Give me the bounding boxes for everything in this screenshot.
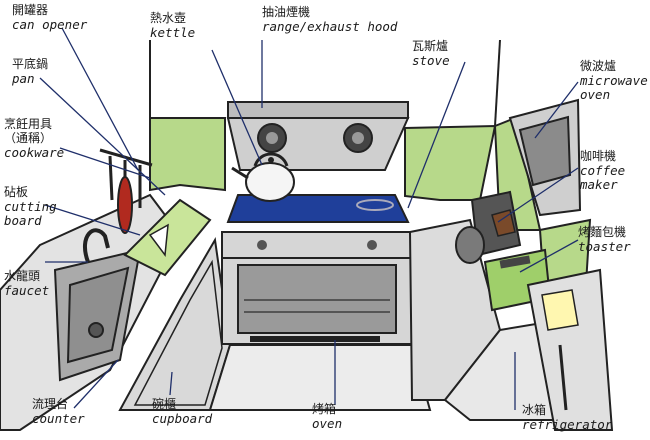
label-range-hood: 抽油煙機 range/exhaust hood [262,5,398,34]
leader-lines [39,27,579,410]
label-microwave: 微波爐 microwave oven [580,59,648,103]
label-cookware: 烹飪用具 （通稱） cookware [4,117,65,160]
oven [221,231,413,345]
label-stove: 瓦斯爐 stove [412,39,450,68]
label-toaster: 烤麵包機 toaster [578,225,631,254]
label-counter: 流理台 counter [32,397,85,426]
label-refrigerator: 冰箱 refrigerator [522,403,613,432]
label-oven: 烤箱 oven [312,402,343,431]
microwave [508,98,582,217]
label-kettle: 熱水壺 kettle [150,11,196,40]
counter-area [0,193,182,431]
label-pan: 平底鍋 pan [12,57,49,86]
cutting-board [123,198,212,277]
refrigerator [526,268,614,431]
label-can-opener: 開罐器 can opener [12,3,88,32]
label-cupboard: 碗櫃 cupboard [152,397,213,426]
coffee-maker [455,190,522,264]
range-hood [226,101,410,171]
label-cutting-board: 砧板 cutting board [4,185,57,229]
kettle [231,152,295,202]
floor [208,344,432,411]
stove-top [226,194,410,223]
cookware-rail [99,148,153,234]
label-coffee-maker: 咖啡機 coffee maker [580,149,626,193]
label-faucet: 水龍頭 faucet [4,269,50,298]
